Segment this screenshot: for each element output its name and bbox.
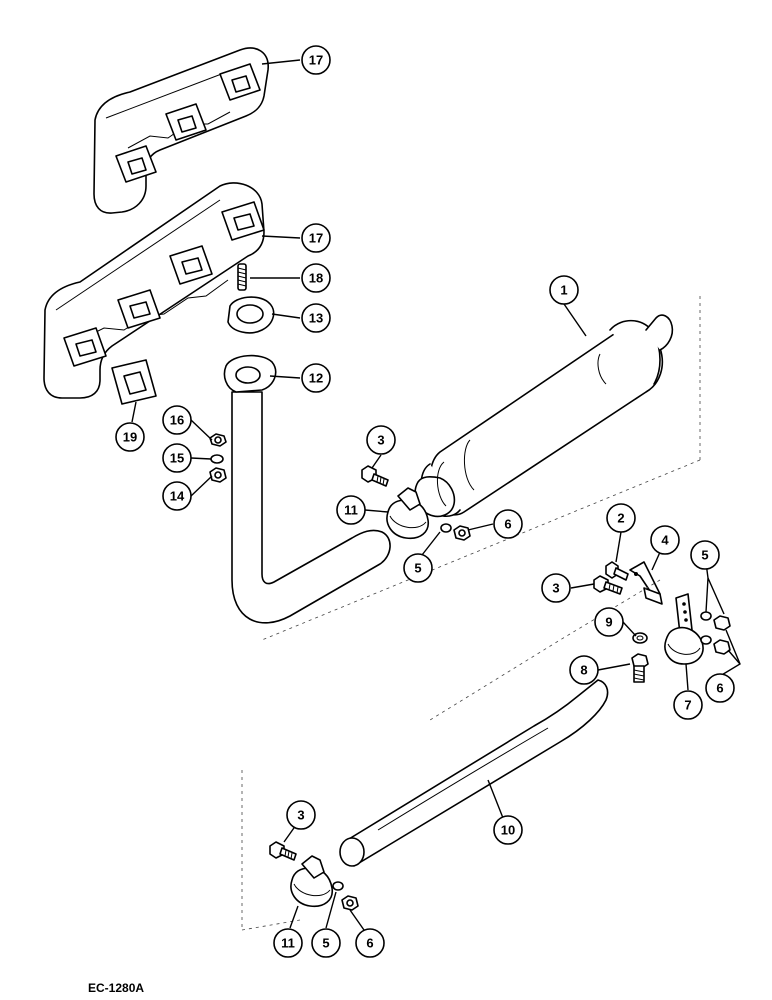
svg-text:15: 15 (170, 451, 184, 466)
callout-15: 15 (162, 443, 192, 473)
svg-text:13: 13 (309, 311, 323, 326)
svg-text:17: 17 (309, 231, 323, 246)
bolt-3-upper (361, 465, 389, 487)
svg-text:5: 5 (701, 548, 708, 563)
bracket-4 (629, 561, 663, 605)
callout-7: 7 (673, 690, 703, 720)
svg-text:10: 10 (501, 823, 515, 838)
nut-5-6-lower (332, 881, 359, 911)
svg-text:8: 8 (580, 663, 587, 678)
svg-text:5: 5 (414, 561, 421, 576)
svg-text:11: 11 (281, 936, 295, 951)
bolt-2 (605, 561, 629, 581)
fasteners-14-15-16 (209, 433, 227, 483)
tail-pipe-10 (339, 679, 609, 867)
stud-18 (237, 263, 247, 291)
callout-6-upper: 6 (493, 509, 523, 539)
leader-lines (131, 59, 741, 931)
callout-8: 8 (569, 655, 599, 685)
callout-11-lower: 11 (273, 928, 303, 958)
svg-text:4: 4 (661, 533, 669, 548)
washer-9 (632, 632, 648, 644)
callout-3-lower: 3 (286, 800, 316, 830)
svg-text:3: 3 (552, 581, 559, 596)
callout-19: 19 (115, 422, 145, 452)
svg-text:7: 7 (684, 698, 691, 713)
callout-16: 16 (162, 405, 192, 435)
callout-14: 14 (162, 481, 192, 511)
callout-6-right: 6 (705, 673, 735, 703)
svg-text:9: 9 (605, 615, 612, 630)
callout-17-lower: 17 (301, 223, 331, 253)
clamp-7 (664, 593, 704, 665)
svg-text:3: 3 (297, 808, 304, 823)
callout-11-upper: 11 (336, 495, 366, 525)
callout-12: 12 (301, 363, 331, 393)
svg-text:2: 2 (617, 511, 624, 526)
gasket-19 (111, 359, 157, 405)
callout-9: 9 (594, 607, 624, 637)
callout-3-middle: 3 (541, 573, 571, 603)
svg-text:14: 14 (170, 489, 185, 504)
svg-text:18: 18 (309, 271, 323, 286)
callout-13: 13 (301, 303, 331, 333)
bolt-8 (631, 653, 649, 683)
callout-5-right: 5 (690, 540, 720, 570)
bolt-3-middle (593, 575, 623, 595)
exhaust-manifold-upper (93, 47, 269, 214)
clamp-11-lower (290, 855, 334, 908)
svg-text:16: 16 (170, 413, 184, 428)
callout-3-upper: 3 (366, 425, 396, 455)
alignment-lines (241, 296, 701, 931)
svg-text:17: 17 (309, 53, 323, 68)
exhaust-pipe-12 (223, 354, 391, 624)
exhaust-manifold-lower (43, 182, 265, 399)
callout-5-lower: 5 (311, 928, 341, 958)
clamp-11-upper (386, 487, 430, 540)
callout-6-lower: 6 (355, 928, 385, 958)
callout-5-upper: 5 (403, 553, 433, 583)
callout-1: 1 (549, 275, 579, 305)
svg-text:11: 11 (344, 503, 358, 518)
callout-10: 10 (493, 815, 523, 845)
svg-text:6: 6 (366, 936, 373, 951)
svg-text:19: 19 (123, 430, 137, 445)
callout-2: 2 (606, 503, 636, 533)
figure-code: EC-1280A (88, 981, 144, 995)
svg-text:12: 12 (309, 371, 323, 386)
svg-text:1: 1 (560, 283, 567, 298)
callout-4: 4 (650, 525, 680, 555)
svg-text:6: 6 (716, 681, 723, 696)
nut-5-6-upper (440, 523, 471, 541)
callout-18: 18 (301, 263, 331, 293)
nuts-5-6-right (700, 611, 731, 655)
svg-text:3: 3 (377, 433, 384, 448)
callout-17-upper: 17 (301, 45, 331, 75)
svg-text:6: 6 (504, 517, 511, 532)
gasket-13 (227, 296, 275, 334)
bolt-3-lower (269, 841, 297, 861)
svg-text:5: 5 (322, 936, 329, 951)
muffler-1 (414, 314, 674, 518)
